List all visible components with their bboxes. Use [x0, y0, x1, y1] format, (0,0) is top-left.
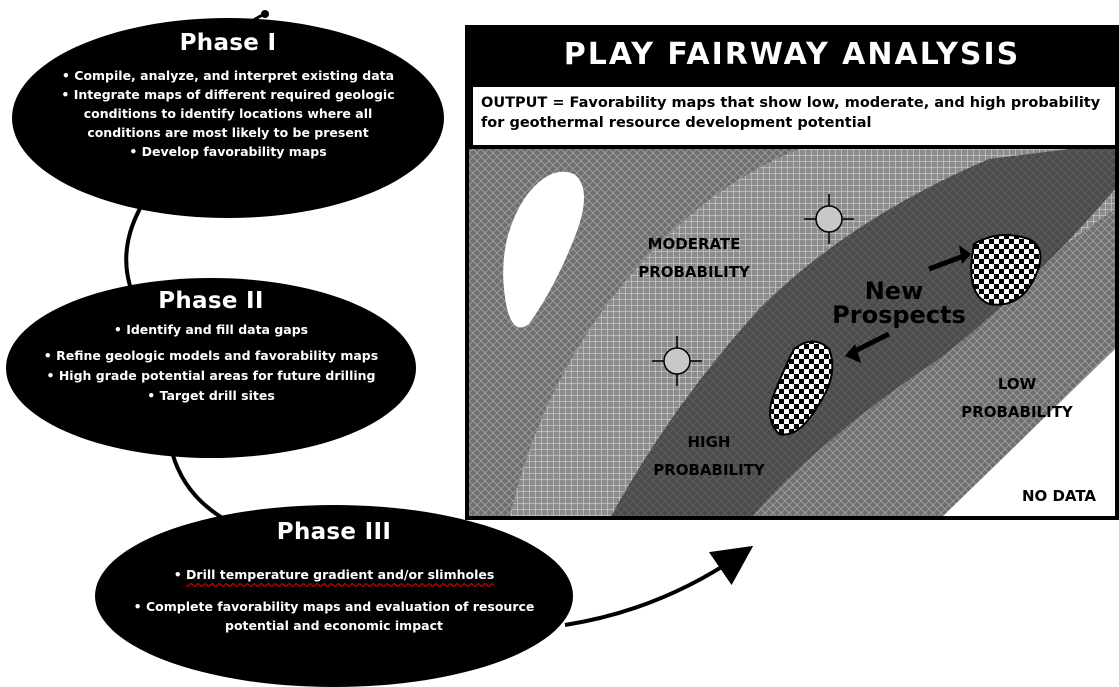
prospect-arrowhead	[845, 344, 861, 363]
phase1-list: Compile, analyze, and interpret existing…	[52, 66, 404, 161]
arrow-to-panel	[564, 545, 754, 627]
phase3-item: Complete favorability maps and evaluatio…	[123, 597, 545, 635]
top-hook-dot	[261, 10, 269, 18]
no-data-zone	[943, 349, 1115, 516]
well-symbol	[804, 194, 854, 244]
prospect-area	[769, 340, 834, 436]
phase2-list: Identify and fill data gaps Refine geolo…	[20, 320, 402, 406]
phase1-item: Integrate maps of different required geo…	[52, 85, 404, 142]
output-description: OUTPUT = Favorability maps that show low…	[473, 87, 1115, 145]
phase2-item: Refine geologic models and favorability …	[20, 346, 402, 366]
phase1-title: Phase I	[179, 30, 277, 56]
phase3-oval: Phase III Drill temperature gradient and…	[95, 505, 573, 687]
prospect-area	[970, 234, 1042, 306]
phase1-item: Develop favorability maps	[52, 142, 404, 161]
white-area	[503, 171, 584, 328]
new-prospects-label-line2: Prospects	[832, 301, 966, 329]
phase3-item: Drill temperature gradient and/or slimho…	[123, 565, 545, 584]
high-label-line2: PROBABILITY	[653, 461, 766, 479]
no-data-label: NO DATA	[1022, 487, 1096, 505]
play-fairway-panel: PLAY FAIRWAY ANALYSIS OUTPUT = Favorabil…	[465, 25, 1119, 520]
phase2-item: Target drill sites	[20, 386, 402, 406]
moderate-label-line2: PROBABILITY	[638, 263, 751, 281]
low-label-line1: LOW	[998, 375, 1037, 393]
prospect-arrowhead	[959, 245, 971, 264]
favorability-map: MODERATE PROBABILITY HIGH PROBABILITY LO…	[469, 149, 1115, 516]
phase1-oval: Phase I Compile, analyze, and interpret …	[12, 18, 444, 218]
phase1-item: Compile, analyze, and interpret existing…	[52, 66, 404, 85]
low-label-line2: PROBABILITY	[961, 403, 1074, 421]
phase2-title: Phase II	[158, 288, 264, 314]
well-symbol	[652, 336, 702, 386]
phase2-item: Identify and fill data gaps	[20, 320, 402, 340]
low-probability-zone	[731, 259, 1115, 516]
new-prospects-label-line1: New	[865, 277, 924, 305]
phase3-title: Phase III	[276, 519, 392, 545]
phase3-item-text: Drill temperature gradient and/or slimho…	[186, 567, 495, 582]
moderate-label-line1: MODERATE	[648, 235, 741, 253]
phase2-item: High grade potential areas for future dr…	[20, 366, 402, 386]
high-label-line1: HIGH	[687, 433, 730, 451]
phase2-oval: Phase II Identify and fill data gaps Ref…	[6, 278, 416, 458]
panel-title: PLAY FAIRWAY ANALYSIS	[563, 37, 1021, 72]
phase3-list: Drill temperature gradient and/or slimho…	[123, 565, 545, 635]
